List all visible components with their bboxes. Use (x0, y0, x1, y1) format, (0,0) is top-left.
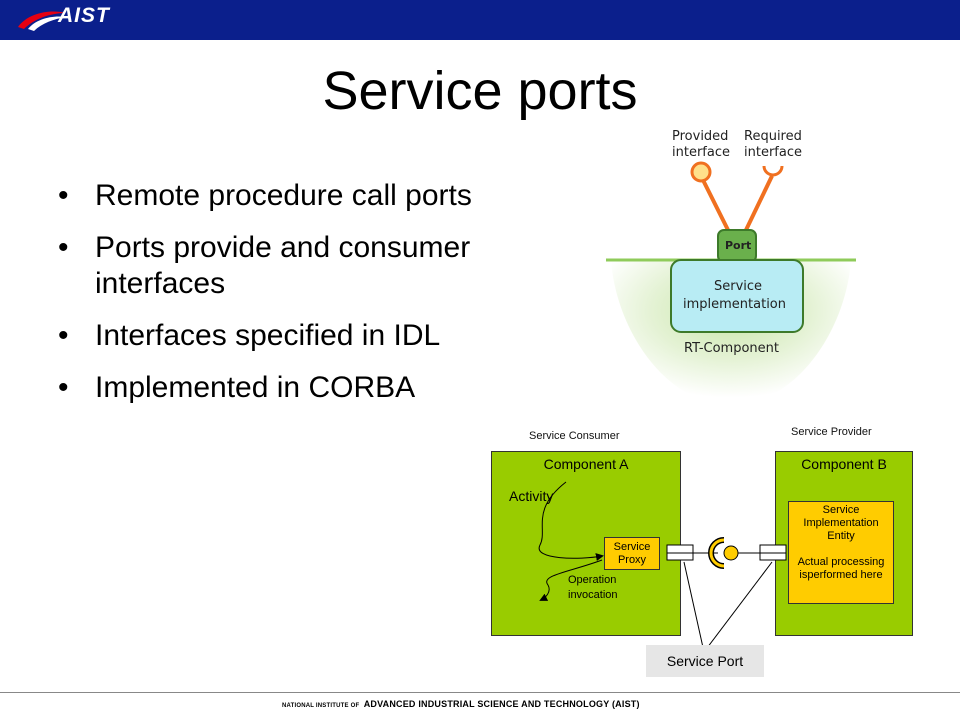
service-provider-label: Service Provider (791, 426, 872, 438)
logo-text: AIST (58, 4, 110, 27)
footer-name: ADVANCED INDUSTRIAL SCIENCE AND TECHNOLO… (363, 699, 640, 709)
required-interface-label: Required (744, 129, 802, 144)
service-port-pointer (683, 561, 705, 653)
activity-label: Activity (509, 488, 554, 504)
top-banner: AIST (0, 0, 960, 40)
required-interface-label: interface (744, 145, 802, 160)
impl-line: Actual processing (797, 556, 885, 568)
service-implementation-label: implementation (683, 297, 786, 312)
provided-interface-icon (690, 161, 712, 183)
service-implementation-label: Service (714, 279, 762, 294)
footer-prefix: NATIONAL INSTITUTE OF (282, 703, 360, 709)
rt-component-port-diagram: Provided interface Required interface Po… (606, 129, 856, 405)
component-b-title: Component B (801, 456, 887, 472)
bullet-item: Remote procedure call ports (58, 178, 478, 214)
provided-interface-label: interface (672, 145, 730, 160)
proxy-line: Service (613, 541, 651, 553)
impl-line: Entity (827, 530, 855, 542)
proxy-line: Proxy (617, 554, 647, 566)
provided-interface-label: Provided (672, 129, 728, 144)
footer-text: NATIONAL INSTITUTE OF ADVANCED INDUSTRIA… (282, 699, 640, 709)
rt-component-label: RT-Component (684, 341, 779, 356)
bullet-item: Implemented in CORBA (58, 370, 478, 406)
page-title: Service ports (322, 61, 638, 121)
return-flow-curve (539, 559, 603, 601)
provided-stem (700, 177, 730, 231)
bullet-list: Remote procedure call ports Ports provid… (58, 178, 478, 422)
bullet-item: Ports provide and consumer interfaces (58, 230, 478, 302)
service-consumer-label: Service Consumer (529, 430, 620, 442)
service-implementation-box (670, 259, 804, 333)
provided-ball-icon (723, 545, 739, 561)
service-implementation-entity: Service Implementation Entity Actual pro… (788, 501, 894, 604)
opinv-line: invocation (568, 589, 618, 601)
service-port-pointer (703, 561, 773, 653)
footer-divider (0, 692, 960, 693)
activity-flow-curve (538, 481, 604, 562)
component-a-title: Component A (543, 456, 629, 472)
service-proxy: Service Proxy (604, 537, 660, 570)
bullet-item: Interfaces specified in IDL (58, 318, 478, 354)
impl-line: isperformed here (799, 569, 883, 581)
required-stem (744, 175, 774, 231)
operation-invocation-label: Operation invocation (568, 573, 618, 603)
required-interface-icon (762, 165, 784, 177)
opinv-line: Operation (568, 574, 617, 586)
aist-logo-icon (18, 11, 66, 31)
service-port-label: Service Port (646, 645, 764, 677)
impl-line: Implementation (803, 517, 879, 529)
impl-line: Service (822, 504, 860, 516)
port-label: Port (725, 239, 751, 252)
